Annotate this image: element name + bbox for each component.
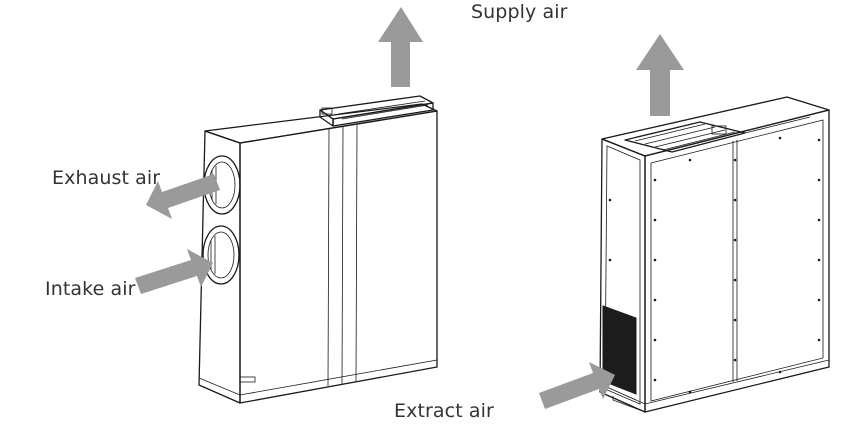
supply-air-arrow-left	[378, 7, 423, 87]
extract-air-label: Extract air	[394, 400, 494, 422]
intake-air-arrow	[135, 249, 213, 294]
left-unit	[198, 95, 438, 404]
right-supply-duct	[624, 116, 811, 153]
supply-air-label: Supply air	[471, 1, 568, 23]
right-unit	[599, 96, 830, 413]
right-extract-grille	[602, 305, 637, 395]
left-intake-port	[202, 225, 240, 285]
left-supply-duct	[319, 95, 434, 127]
exhaust-air-arrow	[146, 174, 220, 219]
supply-air-arrow-right	[636, 34, 684, 116]
exhaust-air-label: Exhaust air	[52, 167, 161, 189]
right-unit-right-face	[644, 109, 830, 413]
left-unit-badge	[239, 376, 256, 383]
left-unit-front-face	[239, 110, 438, 404]
right-unit-screws	[608, 136, 821, 394]
intake-air-label: Intake air	[45, 278, 136, 300]
extract-air-arrow	[539, 362, 615, 409]
